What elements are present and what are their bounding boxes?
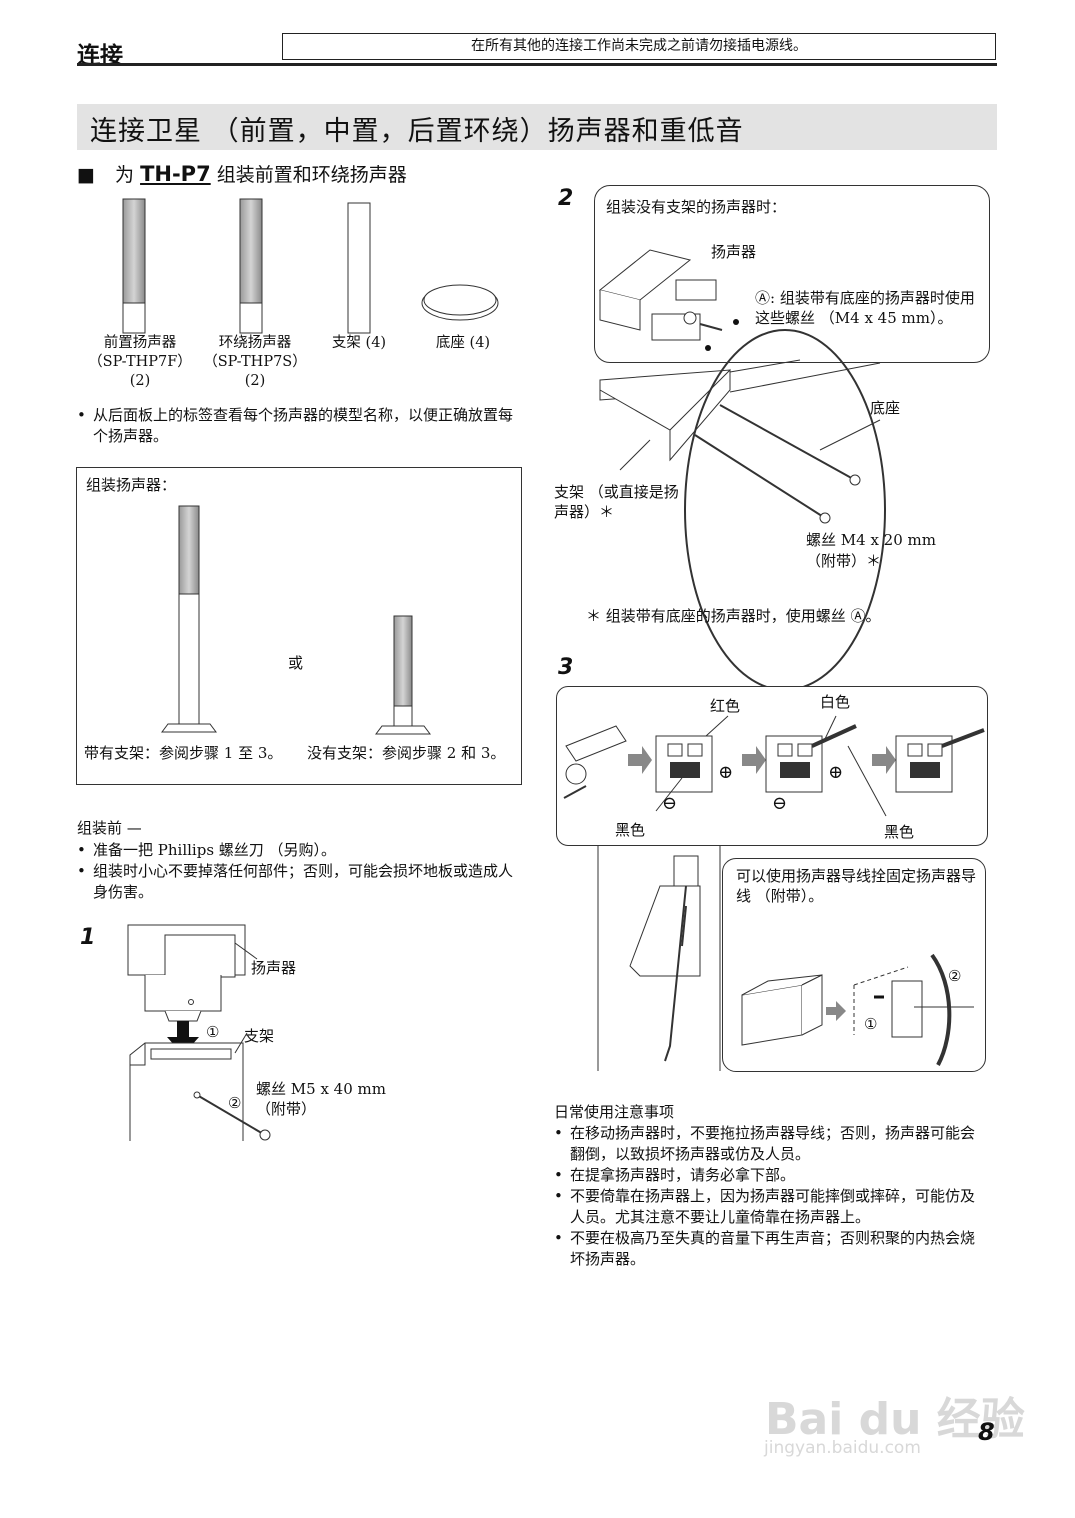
plus-icon: ⊕ [718,762,734,783]
minus-icon: ⊖ [772,793,788,814]
list-item: •准备一把 Phillips 螺丝刀 （另购）。 [77,841,337,859]
step-2-base-label: 底座 [870,399,901,417]
arrow-icon [699,323,723,331]
screw-head-icon [849,474,861,486]
step-1-illustration [127,924,271,1141]
before-heading: 组装前 — [77,819,142,837]
black-terminal-label-right: 黑色 [884,823,915,841]
front-speaker-caption: 前置扬声器（SP-THP7F）(2) [88,335,192,389]
subhead-prefix: 为 [115,164,135,186]
step-2-bubble-title: 组装没有支架的扬声器时： [606,198,787,216]
screw-head-icon [259,1129,271,1141]
short-speaker-icon [375,615,431,735]
clip-circle-2: ② [948,967,962,985]
wire-clip-illustration [741,953,974,1066]
list-item: •组装时小心不要掉落任何部件；否则，可能会损坏地板或造成人身伤害。 [77,862,514,901]
step-1-circle-2: ② [228,1094,242,1112]
assembly-box-title: 组装扬声器： [86,476,177,494]
step-1-screw-label: 螺丝 M5 x 40 mm [256,1080,386,1098]
warning-note: 在所有其他的连接工作尚未完成之前请勿接插电源线。 [282,33,996,60]
step-1-number: 1 [80,925,96,950]
subhead-suffix: 组装前置和环绕扬声器 [216,164,407,186]
assembly-box [76,467,522,785]
step-2-number: 2 [558,186,574,211]
base-caption: 底座 (4) [435,335,491,351]
terminal-2-icon [765,724,857,793]
or-label: 或 [288,654,304,672]
list-item: •不要在极高乃至失真的音量下再生声音；否则积聚的内热会烧坏扬声器。 [554,1229,976,1268]
front-speaker-icon [122,198,146,334]
terminal-1-icon [655,735,713,793]
step-1-circle-1: ① [206,1023,220,1041]
surround-speaker-caption: 环绕扬声器（SP-THP7S）(2) [203,335,307,389]
step-2-note-a: Ⓐ: 组装带有底座的扬声器时使用这些螺丝 （M4 x 45 mm）。 [755,289,975,327]
step-1-stand-label: 支架 [244,1027,275,1045]
stand-icon [347,202,371,334]
step-3-stand-illustration [597,846,721,1071]
base-icon [421,284,499,321]
page-number: 8 [978,1418,995,1446]
daily-use-heading: 日常使用注意事项 [554,1103,675,1121]
step-2-supplied-label: （附带）＊ [806,552,882,570]
daily-use-list: •在移动扬声器时，不要拖拉扬声器导线；否则，扬声器可能会翻倒，以致损坏扬声器或仿… [554,1123,984,1270]
minus-icon: ⊖ [662,793,678,814]
arrow-right-icon [826,1001,846,1021]
arrow-right-icon [742,746,766,774]
step-2-stand-label: 支架 （或直接是扬声器）＊ [554,483,679,521]
list-item: •在移动扬声器时，不要拖拉扬声器导线；否则，扬声器可能会翻倒，以致损坏扬声器或仿… [554,1124,976,1163]
section-title-bar [77,104,997,150]
without-stand-note: 没有支架：参阅步骤 2 和 3。 [307,744,506,762]
step-1-supplied-label: （附带） [256,1100,317,1118]
with-stand-note: 带有支架：参阅步骤 1 至 3。 [84,744,283,762]
tall-speaker-icon [161,505,217,733]
down-arrow-icon [681,905,687,947]
list-item: •不要倚靠在扬声器上，因为扬声器可能摔倒或摔碎，可能仿及人员。尤其注意不要让儿童… [554,1187,976,1226]
arrow-right-icon [872,746,896,774]
assembled-speakers-illustration [161,505,431,735]
stand-caption: 支架 (4) [331,335,387,351]
wire-twist-icon [563,725,627,799]
watermark-logo: Bai du 经验 [765,1394,1025,1445]
watermark-url: jingyan.baidu.com [764,1438,921,1458]
black-terminal-label-left: 黑色 [615,821,646,839]
terminal-3-icon [895,728,985,793]
plus-icon: ⊕ [828,762,844,783]
square-bullet-icon: ■ [77,164,95,186]
step-2-screw-label: 螺丝 M4 x 20 mm [806,531,936,549]
subheading: ■ 为 TH-P7 组装前置和环绕扬声器 [77,160,407,187]
clip-circle-1: ① [864,1015,878,1033]
surround-speaker-icon [239,198,263,334]
step-3-terminal-illustration [563,715,985,817]
arrow-right-icon [628,746,652,774]
parts-illustration [122,198,499,334]
step-2-footnote: ＊ 组装带有底座的扬声器时，使用螺丝 Ⓐ。 [586,607,881,625]
section-title: 连接卫星 （前置，中置，后置环绕）扬声器和重低音 [90,116,744,147]
white-wire-label: 白色 [820,693,851,711]
screw-head-icon [819,512,831,524]
before-list: •准备一把 Phillips 螺丝刀 （另购）。 •组装时小心不要掉落任何部件；… [77,840,517,903]
model-name: TH-P7 [140,162,211,186]
step-3-number: 3 [558,655,574,680]
red-terminal-label: 红色 [710,697,741,715]
down-arrow-icon [167,1021,199,1055]
list-item: •在提拿扬声器时，请务必拿下部。 [554,1166,796,1184]
step-2-illustration [598,249,886,691]
header-divider [77,63,997,66]
model-check-note: • 从后面板上的标签查看每个扬声器的模型名称，以便正确放置每个扬声器。 [77,406,514,445]
step-2-speaker-label: 扬声器 [711,243,757,261]
step-1-speaker-label: 扬声器 [251,959,297,977]
clip-note: 可以使用扬声器导线拴固定扬声器导线 （附带）。 [736,867,977,905]
